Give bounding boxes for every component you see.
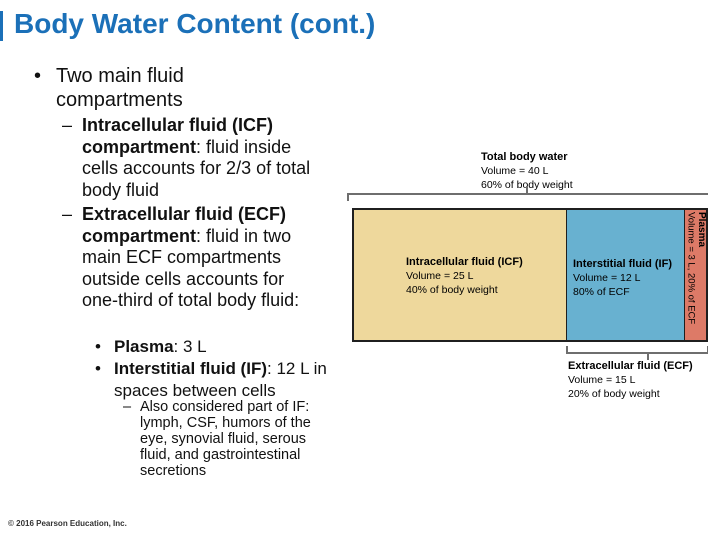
total-body-water-volume: Volume = 40 L bbox=[481, 165, 549, 177]
bracket-end-tick bbox=[706, 346, 708, 354]
copyright-notice: © 2016 Pearson Education, Inc. bbox=[8, 519, 127, 528]
leader-line bbox=[526, 186, 528, 194]
bullet-marker: • bbox=[34, 65, 42, 87]
plasma-region-label: Plasma Volume = 3 L, 20% of ECF bbox=[685, 212, 708, 342]
dash-marker: – bbox=[62, 115, 73, 135]
bullet-also-considered-if: Also considered part of IF: lymph, CSF, … bbox=[140, 399, 311, 479]
icf-region-label: Intracellular fluid (ICF) Volume = 25 L … bbox=[406, 255, 523, 297]
bullet-plasma: Plasma: 3 L bbox=[114, 336, 346, 358]
title-edge-decoration bbox=[0, 11, 3, 41]
bracket-end-tick bbox=[347, 193, 349, 201]
leader-line bbox=[647, 352, 649, 360]
figure-ecf-label: Extracellular fluid (ECF) Volume = 15 L … bbox=[568, 359, 693, 401]
if-region-volume: Volume = 12 L bbox=[573, 272, 641, 284]
bullet-icf-compartment: Intracellular fluid (ICF) compartment: f… bbox=[82, 115, 315, 201]
plasma-region-volume: Volume = 3 L, 20% of ECF bbox=[685, 212, 697, 325]
plasma-term: Plasma bbox=[114, 337, 174, 356]
ecf-term: Extracellular fluid (ECF) compartment bbox=[82, 204, 287, 246]
ecf-label-title: Extracellular fluid (ECF) bbox=[568, 360, 693, 372]
bullet-marker: • bbox=[95, 359, 101, 378]
if-compartment-region: Interstitial fluid (IF) Volume = 12 L 80… bbox=[566, 210, 684, 340]
plasma-value: : 3 L bbox=[173, 337, 207, 356]
icf-term: Intracellular fluid (ICF) compartment bbox=[82, 115, 274, 157]
icf-region-title: Intracellular fluid (ICF) bbox=[406, 256, 523, 268]
ecf-label-percent: 20% of body weight bbox=[568, 388, 660, 400]
icf-region-percent: 40% of body weight bbox=[406, 284, 498, 296]
if-term: Interstitial fluid (IF) bbox=[114, 359, 267, 378]
total-body-water-percent: 60% of body weight bbox=[481, 179, 573, 191]
ecf-description: : fluid in two main ECF compartments out… bbox=[82, 225, 300, 311]
figure-total-body-water-label: Total body water Volume = 40 L 60% of bo… bbox=[481, 150, 573, 192]
fluid-compartment-diagram: Intracellular fluid (ICF) Volume = 25 L … bbox=[352, 208, 708, 342]
dash-marker: – bbox=[62, 204, 73, 224]
dash-marker: – bbox=[123, 399, 132, 415]
total-body-water-title: Total body water bbox=[481, 151, 568, 163]
bullet-interstitial-fluid: Interstitial fluid (IF): 12 L in spaces … bbox=[114, 358, 346, 401]
bullet-two-main-compartments: Two main fluid compartments bbox=[56, 65, 184, 111]
if-region-label: Interstitial fluid (IF) Volume = 12 L 80… bbox=[573, 257, 672, 299]
total-body-water-bracket bbox=[347, 193, 708, 195]
icf-description: : fluid inside cells accounts for 2/3 of… bbox=[82, 136, 311, 200]
plasma-region-title: Plasma bbox=[696, 212, 707, 248]
plasma-compartment-region: Plasma Volume = 3 L, 20% of ECF bbox=[684, 210, 708, 342]
page-title: Body Water Content (cont.) bbox=[14, 8, 376, 39]
icf-region-volume: Volume = 25 L bbox=[406, 270, 474, 282]
bracket-end-tick bbox=[566, 346, 568, 354]
if-region-title: Interstitial fluid (IF) bbox=[573, 258, 672, 270]
bullet-marker: • bbox=[95, 337, 101, 356]
if-region-percent: 80% of ECF bbox=[573, 286, 630, 298]
bullet-ecf-compartment: Extracellular fluid (ECF) compartment: f… bbox=[82, 204, 315, 312]
ecf-bracket bbox=[566, 352, 708, 354]
icf-compartment-region: Intracellular fluid (ICF) Volume = 25 L … bbox=[354, 210, 566, 340]
if-value: : 12 L in spaces between cells bbox=[114, 359, 327, 400]
ecf-label-volume: Volume = 15 L bbox=[568, 374, 636, 386]
